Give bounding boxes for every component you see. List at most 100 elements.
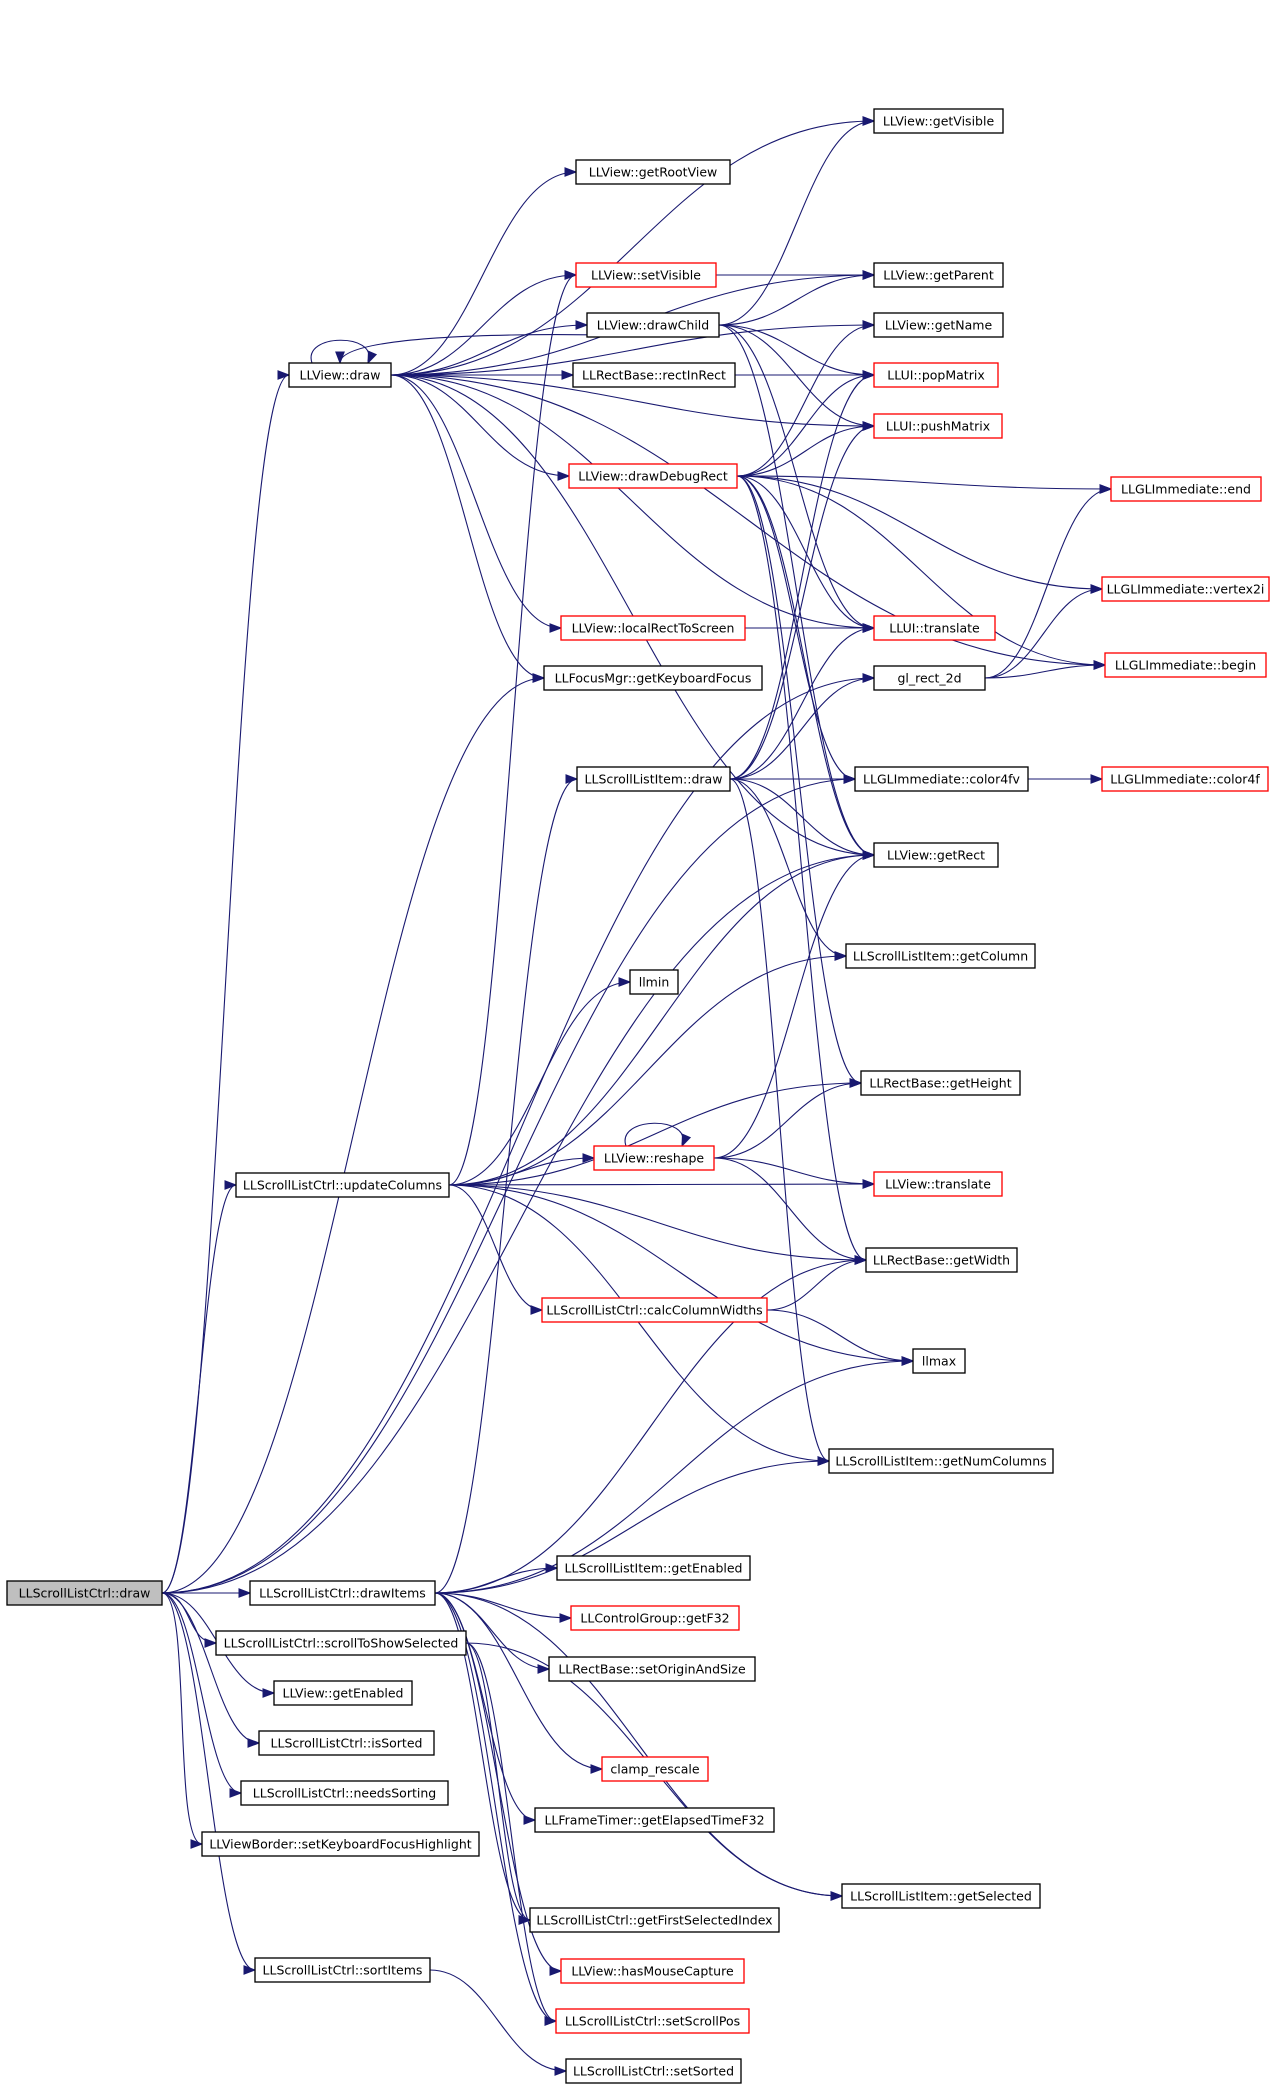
node-localRectToScreen[interactable]: LLView::localRectToScreen [560, 615, 746, 641]
node-popMatrix[interactable]: LLUI::popMatrix [873, 362, 999, 388]
edge-path [390, 374, 875, 629]
edge-path [448, 1183, 875, 1186]
edge-sortItems-to-setSorted [429, 1969, 568, 2076]
node-color4f[interactable]: LLGLImmediate::color4f [1101, 766, 1269, 792]
arrowhead [518, 1915, 532, 1925]
node-glEnd[interactable]: LLGLImmediate::end [1110, 476, 1262, 502]
node-setKeyboardFocusHighlight[interactable]: LLViewBorder::setKeyboardFocusHighlight [201, 1831, 480, 1857]
node-label: LLGLImmediate::color4fv [863, 772, 1021, 787]
node-calcColumnWidths[interactable]: LLScrollListCtrl::calcColumnWidths [541, 1297, 768, 1323]
edge-viewDraw-to-getKeyboardFocus [390, 374, 546, 683]
node-label: LLViewBorder::setKeyboardFocusHighlight [209, 1837, 471, 1852]
node-setOriginAndSize[interactable]: LLRectBase::setOriginAndSize [548, 1656, 756, 1682]
node-needsSorting[interactable]: LLScrollListCtrl::needsSorting [240, 1780, 449, 1806]
node-isSorted[interactable]: LLScrollListCtrl::isSorted [258, 1730, 435, 1756]
node-hasMouseCapture[interactable]: LLView::hasMouseCapture [560, 1958, 745, 1984]
node-getKeyboardFocus[interactable]: LLFocusMgr::getKeyboardFocus [543, 665, 763, 691]
node-getRootView[interactable]: LLView::getRootView [575, 159, 731, 185]
edge-path [736, 475, 875, 856]
edge-path [736, 374, 875, 477]
node-label: LLControlGroup::getF32 [580, 1611, 729, 1626]
node-label: LLScrollListItem::getEnabled [565, 1561, 743, 1576]
arrowhead [224, 1180, 238, 1190]
edge-path [390, 324, 588, 376]
edge-updateColumns-to-setVisible [448, 270, 578, 1186]
node-getHeight[interactable]: LLRectBase::getHeight [860, 1070, 1021, 1096]
arrowhead [564, 270, 578, 280]
node-setVisible[interactable]: LLView::setVisible [575, 262, 717, 288]
node-viewTranslate[interactable]: LLView::translate [873, 1171, 1003, 1197]
node-getSelected[interactable]: LLScrollListItem::getSelected [841, 1883, 1041, 1909]
node-pushMatrix[interactable]: LLUI::pushMatrix [873, 413, 1003, 439]
node-label: llmax [922, 1354, 956, 1369]
node-drawChild[interactable]: LLView::drawChild [586, 312, 720, 338]
node-box [873, 1171, 1003, 1197]
node-label: LLScrollListItem::getNumColumns [835, 1454, 1046, 1469]
edge-drawItems-to-clampRescale [434, 1592, 604, 1774]
node-updateColumns[interactable]: LLScrollListCtrl::updateColumns [235, 1172, 450, 1198]
node-box [565, 2058, 742, 2084]
node-getElapsedTimeF32[interactable]: LLFrameTimer::getElapsedTimeF32 [534, 1807, 775, 1833]
node-itemGetEnabled[interactable]: LLScrollListItem::getEnabled [556, 1555, 751, 1581]
node-drawDebugRect[interactable]: LLView::drawDebugRect [568, 463, 738, 489]
node-setSorted[interactable]: LLScrollListCtrl::setSorted [565, 2058, 742, 2084]
node-sortItems[interactable]: LLScrollListCtrl::sortItems [254, 1957, 431, 1983]
node-glRect2d[interactable]: gl_rect_2d [873, 665, 986, 691]
node-llmax[interactable]: llmax [912, 1348, 966, 1374]
node-color4fv[interactable]: LLGLImmediate::color4fv [854, 766, 1029, 792]
node-scrollToShowSelected[interactable]: LLScrollListCtrl::scrollToShowSelected [215, 1630, 467, 1656]
node-getParent[interactable]: LLView::getParent [873, 262, 1004, 288]
node-clampRescale[interactable]: clamp_rescale [601, 1756, 709, 1782]
node-llmin[interactable]: llmin [629, 969, 679, 995]
node-box [556, 1555, 751, 1581]
node-box [873, 312, 1004, 338]
node-label: LLFrameTimer::getElapsedTimeF32 [544, 1813, 764, 1828]
node-label: LLView::localRectToScreen [572, 621, 735, 636]
edge-path [390, 171, 577, 376]
edge-viewDraw-to-getRootView [390, 167, 578, 376]
arrowhead [559, 1613, 573, 1623]
edge-itemDraw-to-uiTranslate [729, 623, 876, 780]
node-setScrollPos[interactable]: LLScrollListCtrl::setScrollPos [555, 2008, 750, 2034]
edge-path [161, 1592, 260, 1744]
node-itemDraw[interactable]: LLScrollListItem::draw [576, 766, 731, 792]
node-getRect[interactable]: LLView::getRect [873, 842, 999, 868]
arrowhead [582, 1153, 596, 1163]
node-rectInRect[interactable]: LLRectBase::rectInRect [572, 362, 736, 388]
arrowhead [554, 2066, 568, 2076]
node-viewDraw[interactable]: LLView::draw [288, 362, 392, 388]
node-getEnabledView[interactable]: LLView::getEnabled [273, 1680, 413, 1706]
arrowhead [575, 320, 589, 330]
node-label: LLRectBase::getHeight [869, 1076, 1011, 1091]
node-uiTranslate[interactable]: LLUI::translate [873, 615, 996, 641]
node-getNumColumns[interactable]: LLScrollListItem::getNumColumns [828, 1448, 1054, 1474]
arrowhead [1090, 584, 1104, 594]
edge-path [736, 475, 867, 1261]
edge-path [448, 1157, 595, 1186]
node-vertex2i[interactable]: LLGLImmediate::vertex2i [1101, 576, 1270, 602]
node-label: LLGLImmediate::color4f [1110, 772, 1260, 787]
node-getVisible[interactable]: LLView::getVisible [873, 108, 1004, 134]
edge-path [390, 374, 1106, 666]
edge-path [448, 854, 875, 1186]
arrowhead [681, 1133, 692, 1148]
edge-drawItems-to-getElapsedTimeF32 [434, 1592, 537, 1825]
node-getFirstSelectedIndex[interactable]: LLScrollListCtrl::getFirstSelectedIndex [529, 1907, 780, 1933]
node-box [873, 413, 1003, 439]
node-box [560, 1958, 745, 1984]
node-getName[interactable]: LLView::getName [873, 312, 1004, 338]
node-box [865, 1247, 1018, 1273]
node-drawItems[interactable]: LLScrollListCtrl::drawItems [249, 1580, 436, 1606]
node-box [254, 1957, 431, 1983]
edge-path [713, 1157, 867, 1261]
node-label: llmin [639, 975, 670, 990]
edge-itemDraw-to-popMatrix [729, 370, 876, 780]
node-reshape[interactable]: LLView::reshape [593, 1145, 715, 1171]
node-getF32[interactable]: LLControlGroup::getF32 [570, 1605, 740, 1631]
node-label: LLRectBase::setOriginAndSize [558, 1662, 746, 1677]
node-glBegin[interactable]: LLGLImmediate::begin [1104, 652, 1267, 678]
node-getColumn[interactable]: LLScrollListItem::getColumn [845, 943, 1036, 969]
edge-path [390, 374, 545, 679]
node-getWidth[interactable]: LLRectBase::getWidth [865, 1247, 1018, 1273]
edge-path [434, 1592, 557, 2022]
